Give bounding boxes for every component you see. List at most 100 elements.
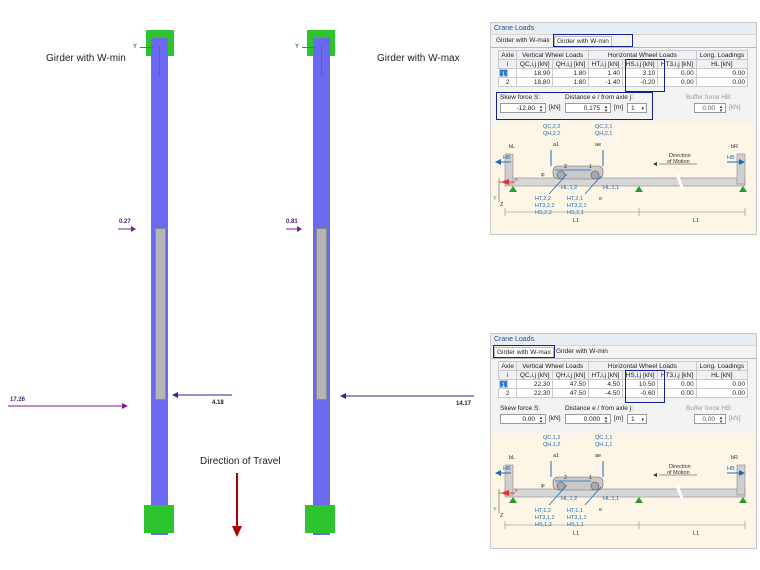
load-value-c: 17.26 <box>10 397 26 403</box>
table-cell[interactable]: 1 <box>498 69 509 78</box>
axis-y-arrow <box>302 47 316 48</box>
load-arrow-e <box>340 393 474 399</box>
distance-input[interactable]: 0.000▴▾ <box>565 414 611 425</box>
table-cell[interactable]: -0.60 <box>622 388 659 398</box>
distance-label: Distance e / from axle j: <box>565 94 633 101</box>
diagram-label: Y <box>493 507 497 513</box>
col-header: QH,i,j [kN] <box>552 370 590 380</box>
wheel-loads-table: Axle Vertical Wheel Loads Horizontal Whe… <box>497 361 749 398</box>
axis-y-label: Y <box>133 44 138 50</box>
col-header: QC,i,j [kN] <box>516 370 554 380</box>
table-cell[interactable]: 2 <box>497 77 518 87</box>
diagram-label: x <box>515 177 518 183</box>
diagram-label: HB <box>503 155 511 161</box>
skew-force-label: Skew force S: <box>500 94 541 101</box>
table-cell[interactable]: 4.50 <box>588 379 624 389</box>
diagram-label: φ <box>541 483 545 489</box>
table-row[interactable]: 1 18.90 1.80 1.40 3.10 0.00 0.00 <box>498 68 749 78</box>
tab-bar: Girder with W-max Girder with W-min <box>491 346 756 359</box>
table-cell[interactable]: 18.90 <box>516 68 554 78</box>
axle-select[interactable]: 1▾ <box>627 103 647 113</box>
diagram-label: HT,2,2 <box>535 196 551 202</box>
table-cell[interactable]: 1.80 <box>552 68 590 78</box>
skew-force-input[interactable]: 0.00▴▾ <box>500 414 546 425</box>
tab-girder-w-min[interactable]: Girder with W-min <box>554 36 612 47</box>
table-cell[interactable]: 1.40 <box>588 68 624 78</box>
spinner-icon[interactable]: ▴▾ <box>539 104 543 114</box>
distance-input[interactable]: 0.175▴▾ <box>565 103 611 114</box>
diagram-label: Direction <box>669 464 691 470</box>
table-cell[interactable]: 0.00 <box>695 68 749 78</box>
diagram-label: HT3,2,1 <box>567 203 587 209</box>
crane-diagram-top: QC,2,2 QH,2,2 QC,2,1 QH,2,1 a1 ae bL bR … <box>491 122 756 234</box>
girder-w-min-bottom-cap <box>144 505 174 533</box>
skew-force-input[interactable]: -12.80▴▾ <box>500 103 546 114</box>
table-row[interactable]: 1 22.30 47.50 4.50 10.50 0.00 0.00 <box>498 379 749 389</box>
buffer-force-input[interactable]: 0.00▴▾ <box>694 414 726 425</box>
table-cell[interactable]: 1 <box>498 380 509 389</box>
axis-z-arrow <box>321 46 322 76</box>
table-cell[interactable]: 22.30 <box>516 379 554 389</box>
diagram-label: L1 <box>693 218 700 224</box>
table-cell[interactable]: 47.50 <box>552 388 590 398</box>
diagram-label: QC,2,2 <box>543 124 561 130</box>
table-cell[interactable]: 0.00 <box>695 379 749 389</box>
col-group-long: Long. Loadings <box>695 361 749 371</box>
table-cell[interactable]: 18.80 <box>516 77 554 87</box>
axle-select[interactable]: 1▾ <box>627 414 647 424</box>
table-cell[interactable]: 0.00 <box>695 77 749 87</box>
diagram-label: 1 <box>589 164 593 170</box>
diagram-label: Z <box>500 513 504 519</box>
tab-girder-w-min[interactable]: Girder with W-min <box>556 348 608 355</box>
axis-z-arrow <box>159 46 160 76</box>
table-row[interactable]: 2 18.80 1.80 -1.40 -0.20 0.00 0.00 <box>497 77 749 87</box>
wheel-loads-table: Axle Vertical Wheel Loads Horizontal Whe… <box>497 50 749 87</box>
skew-force-label: Skew force S: <box>500 405 541 412</box>
table-cell[interactable]: -1.40 <box>588 77 624 87</box>
diagram-label: bR <box>731 144 739 150</box>
spinner-icon[interactable]: ▴▾ <box>539 415 543 425</box>
active-tab-highlight <box>493 345 555 358</box>
spinner-icon[interactable]: ▴▾ <box>719 104 723 114</box>
crane-diagram-graphic <box>495 150 747 216</box>
diagram-label: ae <box>595 142 602 148</box>
diagram-label: L1 <box>573 218 580 224</box>
diagram-label: bR <box>731 455 739 461</box>
label-girder-w-max: Girder with W-max <box>377 53 460 64</box>
tab-girder-w-max[interactable]: Girder with W-max <box>496 37 550 44</box>
crane-diagram-bottom: QC,1,2 QH,1,2 QC,1,1 QH,1,1 a1 ae bL bR … <box>491 433 756 547</box>
diagram-label: QH,2,1 <box>595 131 613 137</box>
spinner-icon[interactable]: ▴▾ <box>719 415 723 425</box>
diagram-label: HS,2,2 <box>535 210 552 216</box>
diagram-label: HB <box>727 155 735 161</box>
table-cell[interactable]: 22.30 <box>516 388 554 398</box>
axis-y-label: Y <box>295 44 300 50</box>
table-cell[interactable]: 2 <box>497 388 518 398</box>
col-group-long: Long. Loadings <box>695 50 749 60</box>
diagram-label: HT3,1,2 <box>535 515 555 521</box>
table-cell[interactable]: 47.50 <box>552 379 590 389</box>
table-row[interactable]: 2 22.30 47.50 -4.50 -0.60 0.00 0.00 <box>497 388 749 398</box>
diagram-label: Y <box>493 196 497 202</box>
diagram-label: QC,2,1 <box>595 124 613 130</box>
direction-of-travel-label: Direction of Travel <box>200 456 281 467</box>
diagram-label: HB <box>503 466 511 472</box>
buffer-force-label: Buffer force HB: <box>686 94 733 101</box>
col-header: QC,i,j [kN] <box>516 59 554 69</box>
spinner-icon[interactable]: ▴▾ <box>604 104 608 114</box>
diagram-label: HS,1,2 <box>535 522 552 528</box>
model-view[interactable]: Y Girder with W-min Y Girder with W-max <box>0 0 480 570</box>
label-girder-w-min: Girder with W-min <box>46 53 126 64</box>
crane-loads-panel-top: Crane Loads Girder with W-max Girder wit… <box>490 22 757 235</box>
spinner-icon[interactable]: ▴▾ <box>604 415 608 425</box>
tab-girder-w-max[interactable]: Girder with W-max <box>494 347 554 358</box>
diagram-label: Direction <box>669 153 691 159</box>
diagram-label: 1 <box>589 475 593 481</box>
diagram-label: e <box>599 507 603 513</box>
buffer-force-input[interactable]: 0.00▴▾ <box>694 103 726 114</box>
table-cell[interactable]: -0.20 <box>622 77 659 87</box>
buffer-force-label: Buffer force HB: <box>686 405 733 412</box>
table-cell[interactable]: 1.80 <box>552 77 590 87</box>
table-cell[interactable]: -4.50 <box>588 388 624 398</box>
table-cell[interactable]: 0.00 <box>695 388 749 398</box>
